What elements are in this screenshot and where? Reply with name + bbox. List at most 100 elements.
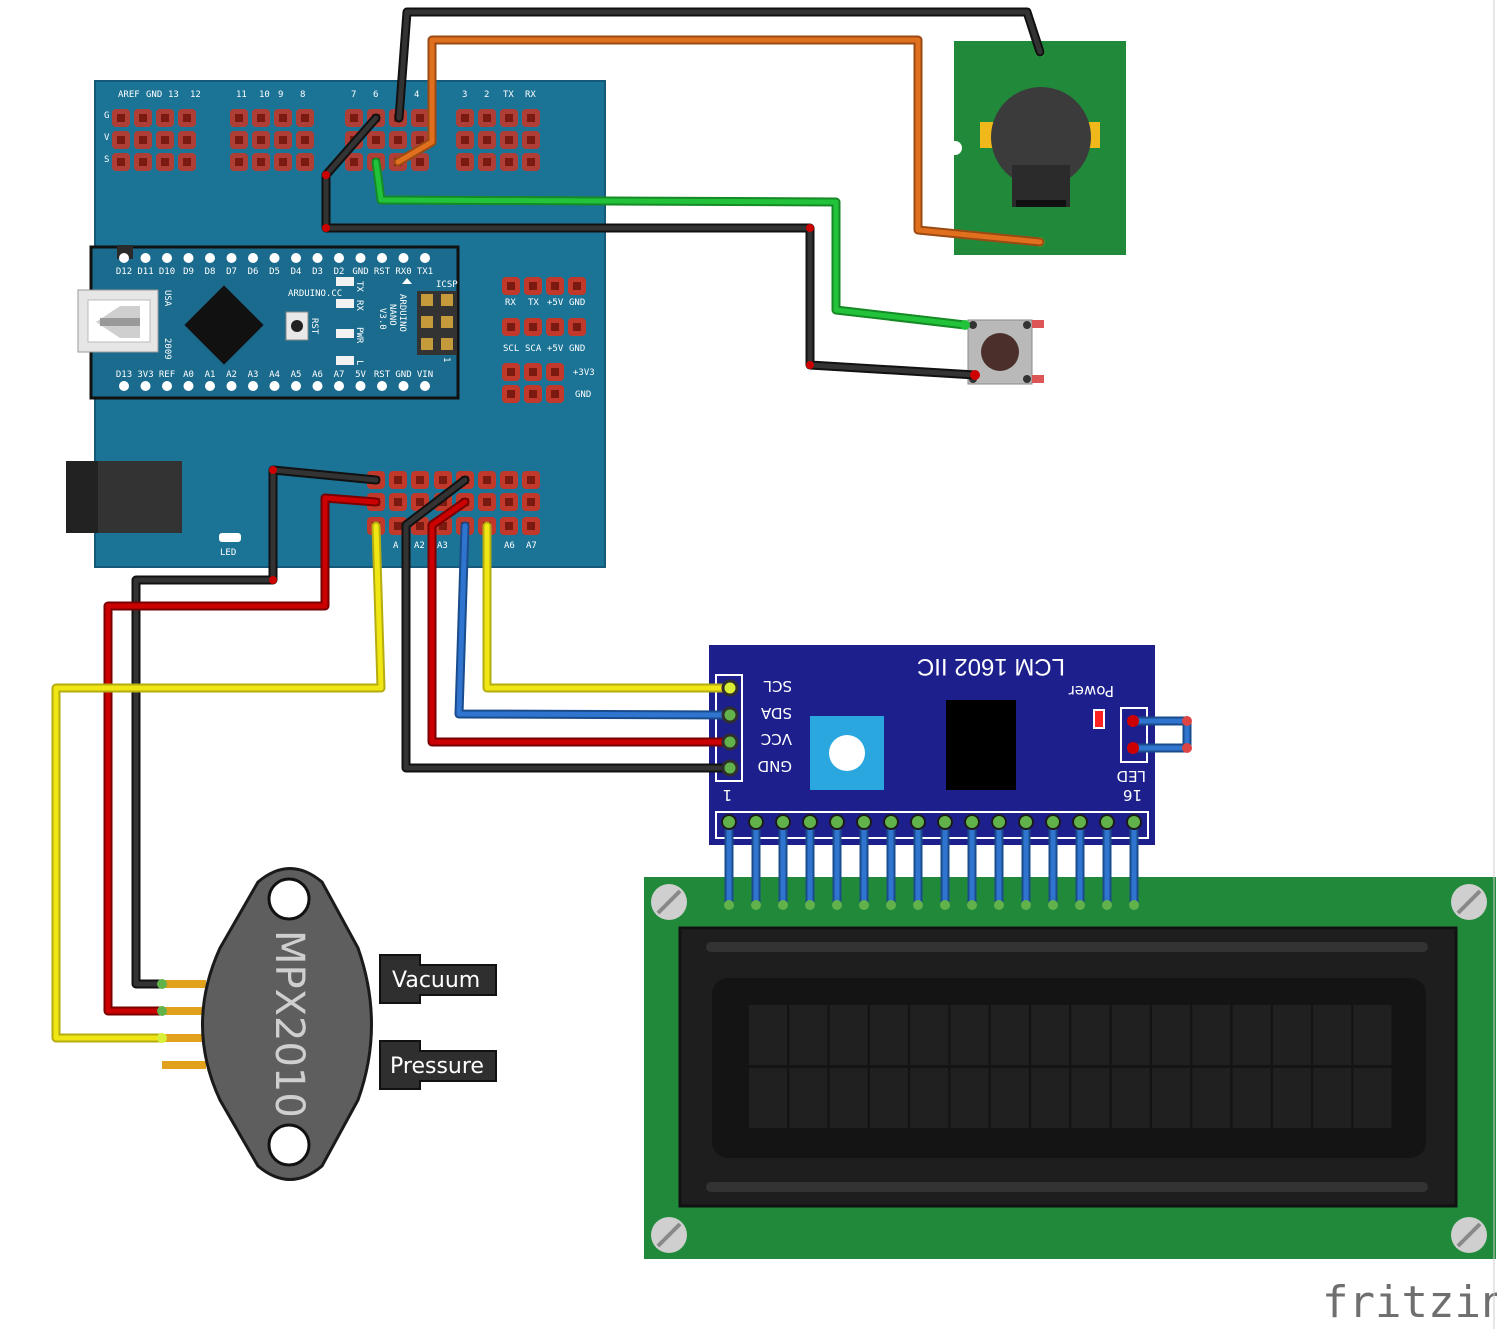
- lcd-char-cell: [950, 1005, 989, 1065]
- power-led-label: Power: [1068, 682, 1114, 700]
- header-pin-hole: [301, 158, 309, 166]
- nano-brand: ARDUINO.CC: [288, 289, 342, 299]
- icsp-pin: [421, 338, 433, 350]
- nano-pin-bottom: [291, 381, 301, 391]
- mpx2010-sensor: MPX2010 Vacuum Pressure: [162, 867, 497, 1181]
- lcd-header-pin: [1018, 814, 1034, 830]
- usb-connector-icon: [77, 289, 159, 353]
- lcd-header-pin: [1099, 814, 1115, 830]
- nano-bottom-pin-label: A5: [291, 370, 302, 380]
- header-pin-hole: [301, 114, 309, 122]
- lcd-char-cell: [1031, 1005, 1070, 1065]
- led-jumper-label: LED: [1117, 767, 1146, 785]
- lcd-display-pin: [832, 900, 842, 910]
- header-pin-hole: [507, 282, 515, 290]
- lcd-char-cell: [869, 1068, 908, 1128]
- header-pin-hole: [416, 498, 424, 506]
- nano-pin-bottom: [248, 381, 258, 391]
- pin-vcc-label: VCC: [761, 730, 792, 748]
- lcd-header-pin: [829, 814, 845, 830]
- lcd-char-cell: [749, 1068, 787, 1128]
- nano-pin-top: [269, 253, 280, 263]
- nano-bottom-pin-label: 3V3: [137, 370, 153, 380]
- nano-year: 2009: [162, 338, 172, 360]
- nano-pin1-label: 1: [441, 357, 451, 362]
- nano-top-pin-label: D10: [159, 267, 175, 277]
- header-pin-hole: [483, 136, 491, 144]
- lcd-char-cell: [1272, 1005, 1311, 1065]
- header-pin-hole: [529, 323, 537, 331]
- nano-led-l-label: L: [354, 360, 364, 365]
- lcd-display-pin: [994, 900, 1004, 910]
- header-pin-hole: [279, 158, 287, 166]
- vacuum-label: Vacuum: [392, 968, 480, 993]
- lcd-display-pin: [886, 900, 896, 910]
- nano-led-tx: [336, 277, 354, 286]
- icsp-pin: [441, 338, 453, 350]
- header-pin-hole: [461, 114, 469, 122]
- svg-text:+5V: +5V: [547, 298, 564, 308]
- lcd-display-pin: [805, 900, 815, 910]
- header-pin-hole: [416, 476, 424, 484]
- svg-text:2: 2: [484, 90, 489, 100]
- lcd-header-pin: [991, 814, 1007, 830]
- pressure-label: Pressure: [390, 1054, 484, 1079]
- potentiometer-icon[interactable]: [810, 716, 884, 790]
- lcd-char-cell: [1111, 1068, 1150, 1128]
- header-pin-hole: [416, 158, 424, 166]
- svg-text:GND: GND: [146, 90, 162, 100]
- header-pin-hole: [527, 158, 535, 166]
- nano-top-pin-label: RX0: [395, 267, 411, 277]
- svg-text:GND: GND: [575, 390, 591, 400]
- svg-text:TX: TX: [503, 90, 514, 100]
- nano-rst-label: RST: [309, 318, 319, 335]
- nano-pin-bottom: [377, 381, 387, 391]
- header-pin-hole: [483, 498, 491, 506]
- svg-text:SCA: SCA: [525, 344, 542, 354]
- svg-text:3: 3: [462, 90, 467, 100]
- header-pin-hole: [350, 158, 358, 166]
- svg-text:A7: A7: [526, 541, 537, 551]
- lcd-char-cell: [1111, 1005, 1150, 1065]
- push-button-icon[interactable]: [967, 319, 1044, 385]
- nano-top-pin-label: GND: [352, 267, 368, 277]
- header-pin-hole: [257, 158, 265, 166]
- nano-pin-top: [248, 253, 258, 263]
- shield-bottom-labels: A A2 A3 A6 A7: [393, 541, 537, 551]
- lcd-display-pin: [724, 900, 734, 910]
- screw-icon: [651, 884, 1487, 1253]
- header-pin-hole: [416, 114, 424, 122]
- lcd-char-cell: [1152, 1005, 1190, 1065]
- header-pin-hole: [551, 323, 559, 331]
- lcd-header-pin: [1126, 814, 1142, 830]
- icsp-arrow-icon: [402, 278, 412, 284]
- header-pin-hole: [117, 136, 125, 144]
- lcd-i2c-module: LCM 1602 IIC Power LED SCL SDA VCC GND 1…: [709, 645, 1155, 845]
- svg-text:12: 12: [190, 90, 201, 100]
- power-led: [1093, 709, 1105, 729]
- nano-model-2: NANO: [387, 304, 397, 326]
- header-pin-hole: [551, 368, 559, 376]
- nano-led-tx-label: TX: [354, 281, 364, 292]
- svg-text:13: 13: [168, 90, 179, 100]
- svg-text:+3V3: +3V3: [573, 368, 595, 378]
- lcd-display-pin: [1075, 900, 1085, 910]
- nano-pin-bottom: [420, 381, 430, 391]
- header-pin-hole: [394, 476, 402, 484]
- mounting-hole-bottom: [267, 1123, 311, 1167]
- svg-text:+5V: +5V: [547, 344, 564, 354]
- svg-text:GND: GND: [569, 298, 585, 308]
- header-pin-hole: [573, 282, 581, 290]
- nano-top-pin-label: D7: [226, 267, 237, 277]
- lcd-char-cell: [1031, 1068, 1070, 1128]
- header-pin-hole: [505, 114, 513, 122]
- svg-text:10: 10: [259, 90, 270, 100]
- lcd-header-pin: [802, 814, 818, 830]
- pin-end-label: 16: [1123, 786, 1142, 804]
- nano-icsp-label: ICSP: [436, 280, 458, 290]
- nano-model-1: ARDUINO: [397, 294, 407, 332]
- header-pin-hole: [505, 158, 513, 166]
- nano-pin-top: [312, 253, 323, 263]
- svg-text:RX: RX: [525, 90, 536, 100]
